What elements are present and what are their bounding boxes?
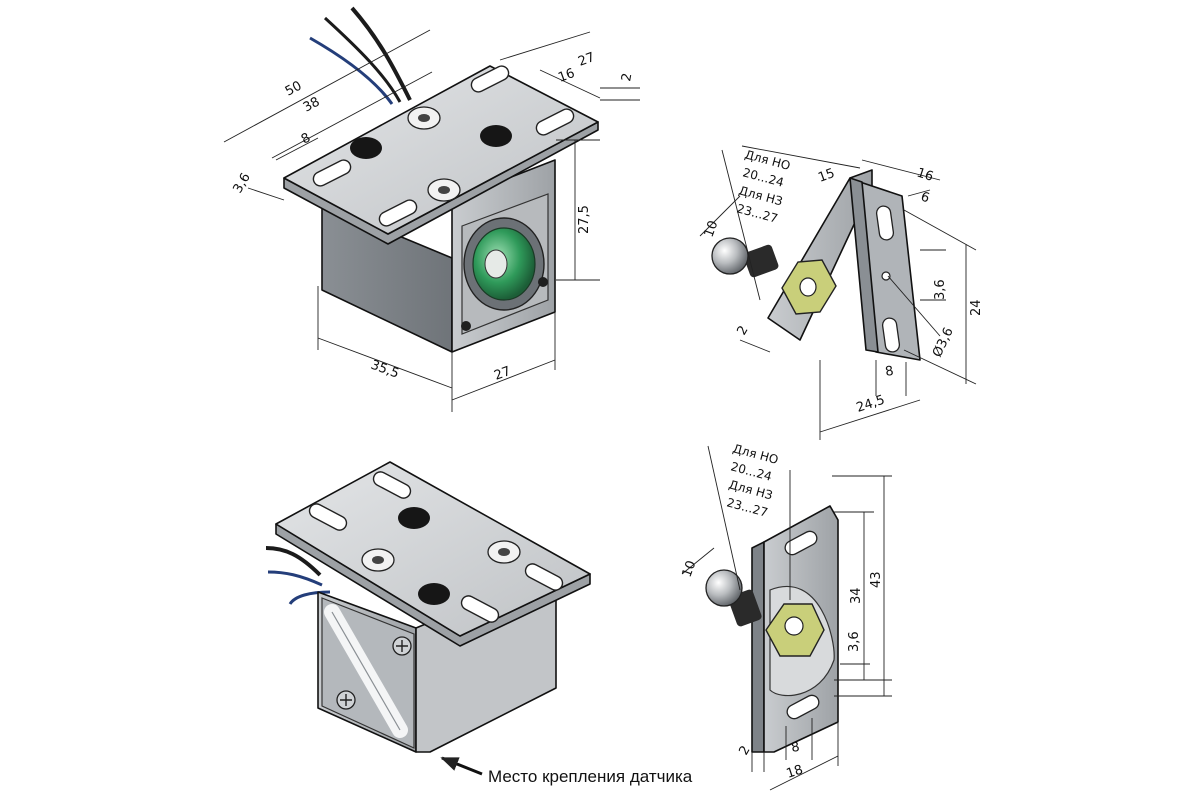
dim-d3-6: Ø3,6 — [930, 325, 957, 359]
center-hole — [881, 271, 891, 281]
slot — [524, 563, 564, 591]
dim-8: 8 — [299, 130, 313, 147]
lens-center — [484, 249, 508, 279]
dim-3-6: 3,6 — [933, 279, 948, 300]
dim-27-top: 27 — [576, 50, 597, 70]
sensor-mount-caption: Место крепления датчика — [488, 767, 693, 786]
dim-27-bottom: 27 — [492, 364, 513, 384]
slot — [784, 530, 818, 556]
dim-2-top: 2 — [619, 72, 635, 83]
nut-hole — [784, 616, 804, 636]
spring — [743, 244, 779, 278]
bracket-edge — [849, 177, 879, 353]
dim-16: 16 — [915, 166, 935, 185]
slot — [460, 595, 500, 623]
bracket-edge — [751, 541, 765, 753]
countersunk-hole — [438, 186, 450, 194]
dim-8: 8 — [790, 740, 801, 756]
caption-arrow — [440, 756, 483, 776]
dim-38: 38 — [301, 95, 323, 116]
wire-blue-2 — [288, 590, 331, 605]
wire-black-2 — [323, 16, 402, 103]
dim-10: 10 — [702, 219, 722, 240]
slot — [378, 199, 418, 227]
slot — [875, 205, 895, 241]
wire-blue — [267, 570, 323, 587]
dim-50: 50 — [283, 79, 305, 100]
dim-43: 43 — [869, 571, 884, 588]
screw-head — [480, 125, 512, 147]
slot — [312, 159, 352, 187]
dim-3-6: 3,6 — [230, 171, 253, 196]
lock-bottom-view: Место крепления датчика — [265, 461, 693, 786]
dim-18: 18 — [785, 762, 805, 781]
dim-15: 15 — [816, 166, 837, 186]
countersunk-hole — [418, 114, 430, 122]
screw-head — [350, 137, 382, 159]
dim-35-5: 35,5 — [369, 358, 401, 382]
striker-bottom-dimensions — [681, 445, 892, 791]
dim-24: 24 — [969, 299, 984, 316]
slot — [881, 317, 901, 353]
ball-plunger — [705, 569, 743, 607]
striker-top-view: Для НО 20...24 Для НЗ 23...27 10 15 16 6… — [699, 145, 984, 440]
panel-hole — [538, 277, 548, 287]
slot — [786, 694, 820, 720]
countersunk-hole — [498, 548, 510, 556]
dim-2: 2 — [734, 323, 751, 338]
slot — [470, 65, 510, 93]
dim-34: 34 — [849, 587, 864, 604]
dim-3-6: 3,6 — [847, 631, 862, 652]
dim-16: 16 — [556, 66, 577, 86]
ball-plunger — [711, 237, 749, 275]
sensor-groove-shade — [331, 611, 401, 731]
wire-black — [265, 546, 322, 577]
nut-hole — [799, 277, 817, 297]
dim-10: 10 — [680, 559, 700, 580]
dim-27-5: 27,5 — [577, 205, 592, 234]
screw-head — [398, 507, 430, 529]
dim-8: 8 — [884, 364, 895, 380]
panel-hole — [461, 321, 471, 331]
phillips-cross — [396, 640, 408, 652]
slot — [372, 471, 412, 499]
screw-head — [418, 583, 450, 605]
mounting-plate — [275, 461, 591, 637]
lock-top-view: 50 38 8 3,6 27 16 2 27,5 35,5 27 — [223, 6, 640, 412]
striker-top-dimensions — [699, 145, 977, 440]
dim-2: 2 — [736, 743, 753, 758]
phillips-cross — [340, 694, 352, 706]
striker-bottom-view: Для НО 20...24 Для НЗ 23...27 10 34 43 3… — [680, 441, 892, 791]
wire-black — [350, 6, 412, 101]
slot — [535, 108, 575, 136]
slot — [308, 503, 348, 531]
lock-dimensions — [223, 29, 640, 412]
countersunk-hole — [372, 556, 384, 564]
dim-6: 6 — [919, 190, 932, 207]
mounting-plate — [283, 65, 599, 235]
